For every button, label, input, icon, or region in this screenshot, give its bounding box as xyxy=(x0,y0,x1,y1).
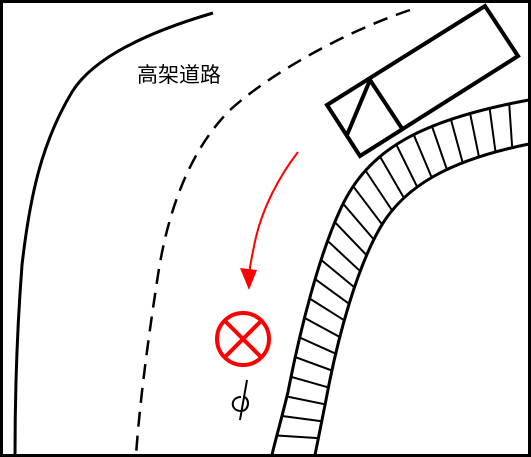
barrier-inner-edge xyxy=(313,142,530,456)
barrier-rung xyxy=(281,415,322,423)
barrier-rung xyxy=(320,259,356,289)
barrier-rung xyxy=(508,103,514,148)
target-circle xyxy=(215,311,271,367)
barrier-rung xyxy=(326,240,361,272)
barrier-rung xyxy=(469,113,480,158)
pendulum-rod xyxy=(239,379,248,421)
truck-cab-divider xyxy=(368,78,405,132)
barrier-rung xyxy=(286,395,326,406)
target-x-stroke-2 xyxy=(223,319,263,359)
truck-cab-diagonal xyxy=(345,79,372,136)
barrier-rung xyxy=(294,356,333,372)
barrier-rung xyxy=(412,134,433,178)
truck-body xyxy=(324,3,521,159)
barrier-rung xyxy=(304,317,341,338)
left-road-edge xyxy=(13,11,214,456)
pendulum-bob xyxy=(231,396,249,413)
road-label: 高架道路 xyxy=(137,63,221,87)
barrier-rung xyxy=(342,203,375,241)
barrier-outer-edge xyxy=(270,98,530,456)
barrier-rung xyxy=(309,297,345,322)
pendulum-icon xyxy=(231,379,249,421)
barrier-rung xyxy=(334,221,368,256)
trajectory-line xyxy=(248,151,299,276)
center-dashed-line xyxy=(134,8,411,456)
barrier-rung xyxy=(431,125,448,170)
barrier-rung xyxy=(290,375,329,389)
barrier-rung xyxy=(276,434,319,440)
barrier-rung xyxy=(379,156,405,199)
arrow-icon xyxy=(240,151,299,290)
barrier-hatching xyxy=(276,103,514,440)
barrier-rung xyxy=(449,119,464,163)
trajectory-arrowhead xyxy=(240,268,257,290)
circled-x-icon xyxy=(215,311,271,367)
truck-icon xyxy=(324,3,521,159)
barrier-rung xyxy=(299,336,337,355)
barrier-rung xyxy=(352,185,383,226)
barrier-rung xyxy=(364,169,393,211)
barrier-rung xyxy=(314,278,350,305)
barrier-rung xyxy=(395,144,419,188)
barrier-rung xyxy=(488,108,497,153)
